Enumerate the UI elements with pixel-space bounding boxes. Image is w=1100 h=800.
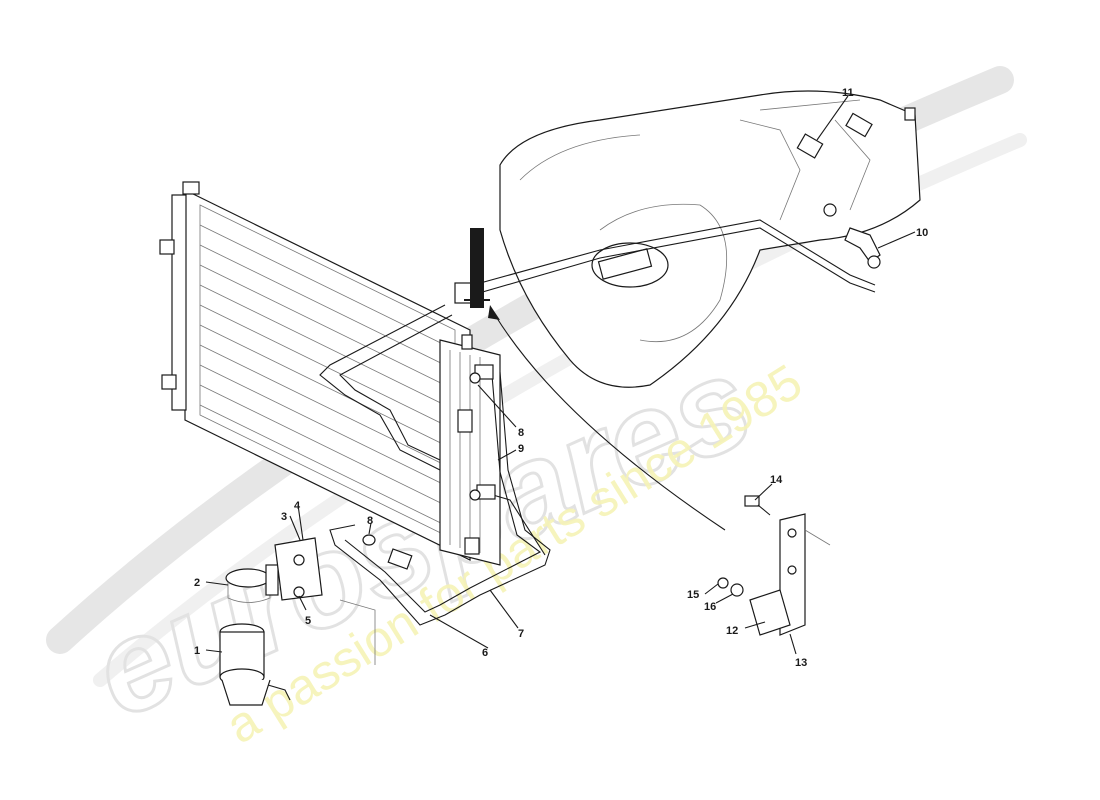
callout-labels: 1 2 3 4 5 6 7 8 8 9 10 11 12 13 14 15 16 (194, 87, 928, 669)
callout-14: 14 (770, 474, 783, 486)
callout-16: 16 (704, 601, 716, 613)
callout-1: 1 (194, 645, 200, 657)
gearbox-assembly (499, 90, 921, 388)
callout-2: 2 (194, 577, 200, 589)
reference-arrow (488, 305, 726, 531)
callout-8a: 8 (367, 515, 373, 527)
bracket-assembly (717, 495, 831, 636)
pump-assembly (219, 537, 376, 706)
callout-15: 15 (687, 589, 699, 601)
leader-lines (205, 95, 916, 655)
oil-cooler (439, 334, 501, 566)
radiator (159, 181, 471, 561)
elbow-fitting (844, 227, 881, 269)
connector-11 (796, 133, 824, 159)
callout-6: 6 (482, 647, 488, 659)
cooler-pipes (319, 219, 876, 626)
radiator-fins (199, 224, 456, 531)
callout-12: 12 (726, 625, 738, 637)
callout-8b: 8 (518, 427, 524, 439)
callout-4: 4 (294, 500, 301, 512)
callout-10: 10 (916, 227, 928, 239)
callout-9: 9 (518, 443, 524, 455)
callout-5: 5 (305, 615, 311, 627)
section-marker (464, 228, 490, 308)
callout-11: 11 (842, 87, 854, 99)
callout-3: 3 (281, 511, 287, 523)
callout-7: 7 (518, 628, 524, 640)
callout-13: 13 (795, 657, 807, 669)
